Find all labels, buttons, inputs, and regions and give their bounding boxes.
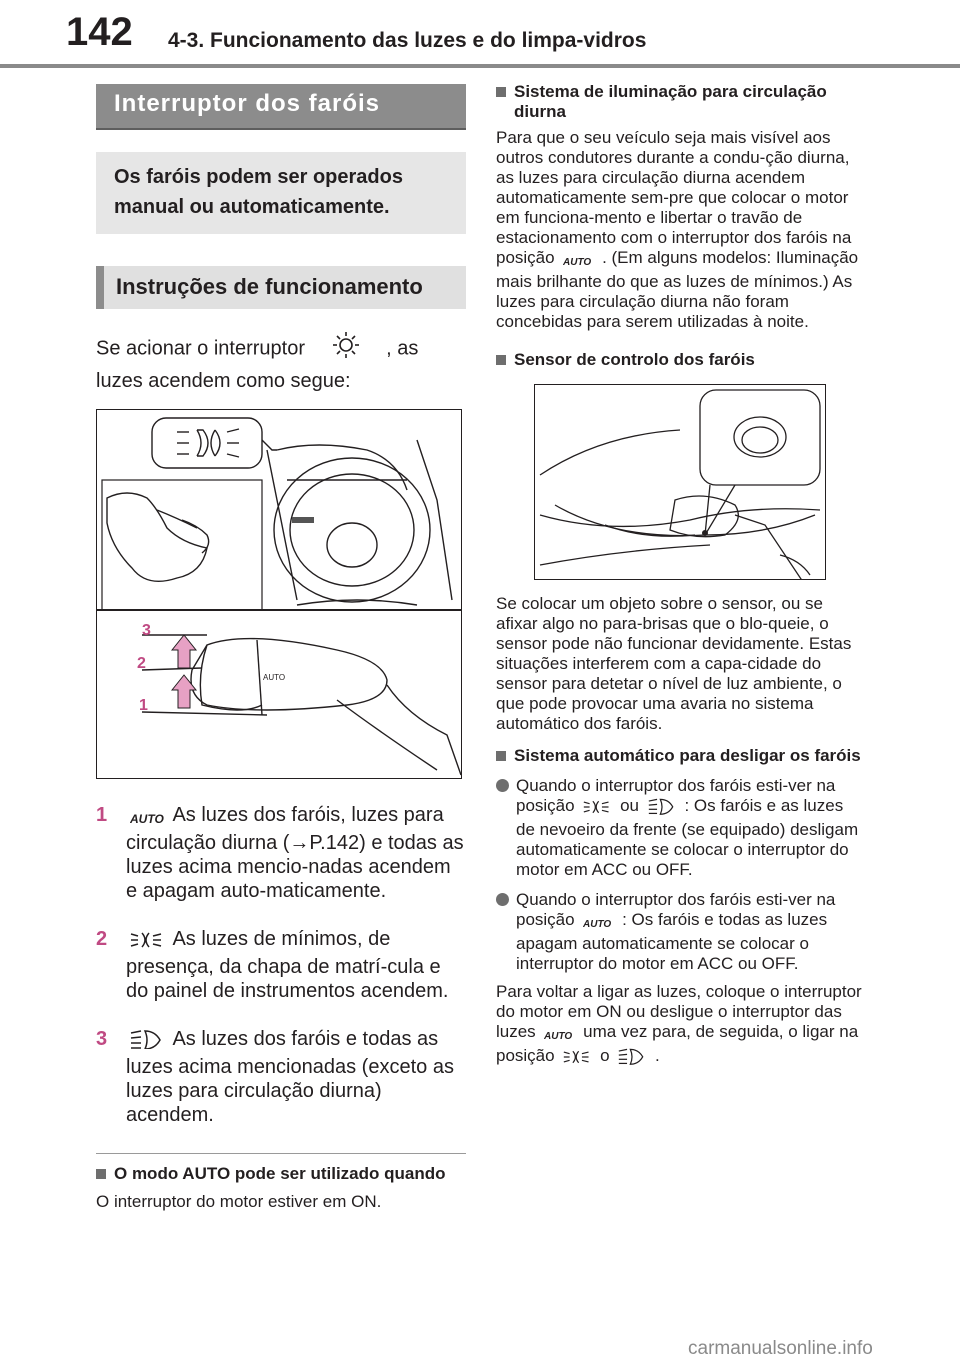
auto-icon-text: AUTO: [130, 812, 164, 825]
header-rule: [0, 64, 960, 68]
sensor-figure: [534, 384, 826, 580]
headlight-icon: [130, 1029, 164, 1055]
auto-icon-text: AUTO: [583, 919, 611, 929]
step-2: 2 As luzes de mínimos, de presença, da c…: [96, 927, 466, 1003]
divider: [96, 1153, 466, 1154]
step-2-number: 2: [96, 928, 108, 950]
sensor-paragraph: Se colocar um objeto sobre o sensor, ou …: [496, 594, 852, 733]
drl-heading: Sistema de iluminação para circulação di…: [496, 82, 866, 122]
headlight-switch-illustration: AUTO 3 2 1: [97, 417, 461, 776]
watermark: carmanualsonline.info: [688, 1338, 873, 1359]
switch-intro-b: , as luzes acendem como segue:: [96, 337, 419, 392]
right-column: Sistema de iluminação para circulação di…: [496, 82, 866, 1070]
drl-title: Sistema de iluminação para circulação di…: [514, 82, 827, 121]
figure-label-1: 1: [139, 697, 148, 714]
parking-lights-icon: [563, 1049, 591, 1070]
step-3: 3 As luzes dos faróis e todas as luzes a…: [96, 1027, 466, 1127]
light-switch-icon: [311, 331, 381, 367]
svg-text:AUTO: AUTO: [263, 673, 285, 682]
final-text-b: uma vez para, de seguida, o ligar na pos…: [496, 1022, 859, 1065]
final-paragraph: Para voltar a ligar as luzes, coloque o …: [496, 982, 866, 1070]
left-column: Interruptor dos faróis Os faróis podem s…: [96, 84, 466, 1212]
bullet-2: Quando o interruptor dos faróis esti-ver…: [496, 890, 866, 974]
auto-mode-note-text: O interruptor do motor estiver em ON.: [96, 1192, 382, 1211]
auto-mode-note-heading: O modo AUTO pode ser utilizado quando: [96, 1164, 466, 1184]
step-1-number: 1: [96, 804, 108, 826]
subsection-title: Instruções de funcionamento: [96, 266, 466, 309]
auto-icon-text: AUTO: [563, 257, 591, 267]
bullet-2-text-a: Quando o interruptor dos faróis esti-ver…: [516, 890, 836, 929]
step-1: 1 AUTO As luzes dos faróis, luzes para c…: [96, 803, 466, 903]
square-bullet-icon: [96, 1169, 106, 1179]
headlight-switch-figure: AUTO 3 2 1: [96, 409, 462, 779]
auto-icon: AUTO: [582, 914, 613, 934]
figure-label-2: 2: [137, 655, 146, 672]
switch-intro-a: Se acionar o interruptor: [96, 337, 306, 360]
headlight-icon: [648, 797, 676, 820]
drl-text-a: Para que o seu veículo seja mais visível…: [496, 128, 852, 267]
bullet-1: Quando o interruptor dos faróis esti-ver…: [496, 776, 866, 880]
chapter-title: 4-3. Funcionamento das luzes e do limpa-…: [168, 29, 647, 52]
auto-off-title: Sistema automático para desligar os faró…: [514, 746, 861, 765]
auto-icon: AUTO: [562, 252, 593, 272]
drl-paragraph: Para que o seu veículo seja mais visível…: [496, 128, 866, 332]
bullet-1-text-b: : Os faróis e as luzes de nevoeiro da fr…: [516, 796, 859, 879]
square-bullet-icon: [496, 355, 506, 365]
final-text-a: Para voltar a ligar as luzes, coloque o …: [496, 982, 862, 1041]
step-2-text: As luzes de mínimos, de presença, da cha…: [126, 928, 449, 1002]
auto-icon-text: AUTO: [544, 1031, 572, 1041]
final-text-d: .: [655, 1046, 660, 1065]
auto-icon: AUTO: [543, 1026, 574, 1046]
auto-mode-note-title: O modo AUTO pode ser utilizado quando: [114, 1164, 446, 1183]
intro-box: Os faróis podem ser operados manual ou a…: [96, 152, 466, 234]
section-title: Interruptor dos faróis: [96, 84, 466, 130]
sensor-title: Sensor de controlo dos faróis: [514, 350, 755, 369]
step-1-text: As luzes dos faróis, luzes para circulaç…: [126, 804, 464, 902]
bullet-2-text-b: : Os faróis e todas as luzes apagam auto…: [516, 910, 828, 973]
step-3-number: 3: [96, 1028, 108, 1050]
sensor-illustration: [539, 389, 821, 579]
bullet-1-or: ou: [620, 796, 639, 815]
bullet-1-text-a: Quando o interruptor dos faróis esti-ver…: [516, 776, 836, 815]
auto-icon: AUTO: [129, 807, 164, 831]
page-number: 142: [66, 10, 133, 54]
square-bullet-icon: [496, 87, 506, 97]
sensor-heading: Sensor de controlo dos faróis: [496, 350, 866, 370]
round-bullet-icon: [496, 779, 509, 792]
auto-off-heading: Sistema automático para desligar os faró…: [496, 746, 866, 766]
switch-intro-paragraph: Se acionar o interruptor , as luzes acen…: [96, 331, 466, 395]
step-3-text: As luzes dos faróis e todas as luzes aci…: [126, 1028, 454, 1126]
figure-label-3: 3: [142, 622, 151, 639]
round-bullet-icon: [496, 893, 509, 906]
drl-text-b: . (Em alguns modelos: Iluminação mais br…: [496, 248, 859, 331]
final-text-c: o: [600, 1046, 610, 1065]
page-header: 142 4-3. Funcionamento das luzes e do li…: [0, 0, 960, 70]
headlight-icon: [618, 1047, 646, 1070]
square-bullet-icon: [496, 751, 506, 761]
parking-lights-icon: [583, 799, 611, 820]
parking-lights-icon: [130, 931, 164, 955]
